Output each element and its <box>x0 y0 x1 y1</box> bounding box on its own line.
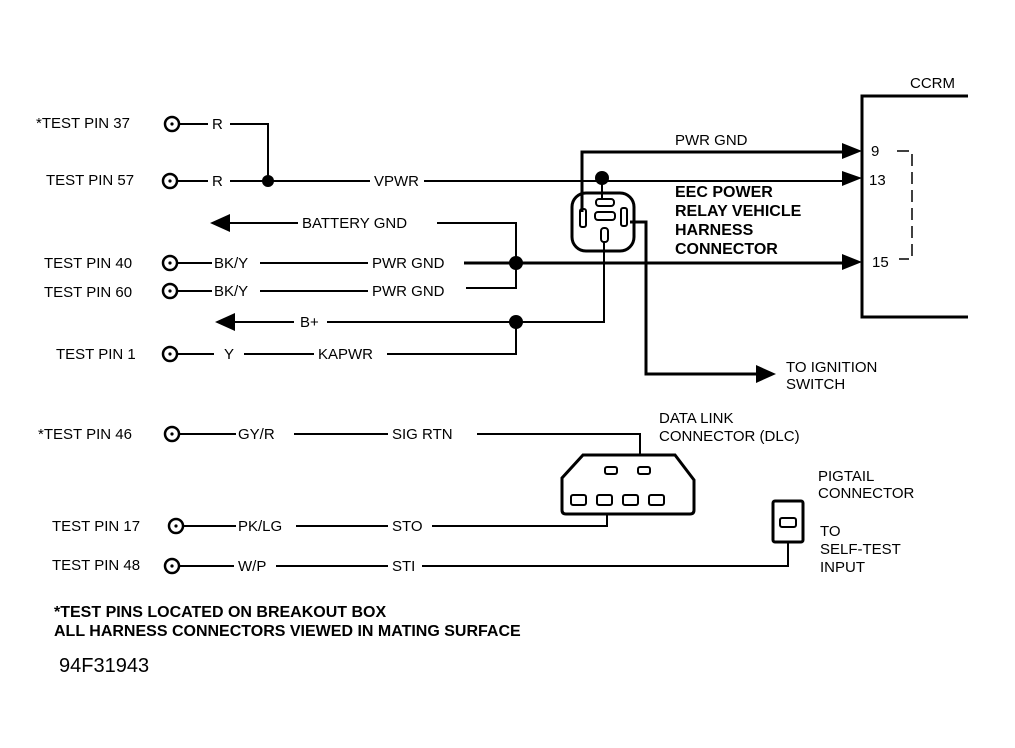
eec-label-4: CONNECTOR <box>675 241 778 258</box>
splice-vpwr-relay <box>595 171 609 185</box>
arrow-to-pin-13 <box>842 171 862 186</box>
wire-sto <box>432 514 608 527</box>
note-mating-surface: ALL HARNESS CONNECTORS VIEWED IN MATING … <box>54 623 521 640</box>
wire-b-plus <box>327 242 605 323</box>
splice-pwr-gnd <box>509 256 523 270</box>
ignition-feed: TO IGNITION SWITCH <box>630 220 877 393</box>
test-pin-48-label: TEST PIN 48 <box>52 557 140 574</box>
self-test-label-3: INPUT <box>820 559 865 576</box>
signal-sto: STO <box>392 518 423 535</box>
self-test-label-1: TO <box>820 523 841 540</box>
wire-ignition <box>630 220 760 376</box>
dlc-label-1: DATA LINK <box>659 410 733 427</box>
wire-sti <box>422 542 789 567</box>
test-pin-1-label: TEST PIN 1 <box>56 346 136 363</box>
eec-label-2: RELAY VEHICLE <box>675 203 802 220</box>
ccrm-outline <box>860 94 968 319</box>
test-pin-40-label: TEST PIN 40 <box>44 255 132 272</box>
note-breakout-box: *TEST PINS LOCATED ON BREAKOUT BOX <box>54 604 386 621</box>
ccrm-label: CCRM <box>910 75 955 92</box>
ccrm-pin-13: 13 <box>869 172 886 189</box>
self-test-label-2: SELF-TEST <box>820 541 901 558</box>
wire-37 <box>230 123 269 182</box>
sti-group: TEST PIN 48 W/P STI PIGTAIL CONNECTOR TO… <box>52 468 915 576</box>
ccrm-pin-15: 15 <box>872 254 889 271</box>
eec-relay-connector: EEC POWER RELAY VEHICLE HARNESS CONNECTO… <box>570 184 802 258</box>
ignition-label-1: TO IGNITION <box>786 359 877 376</box>
pin-57-row: TEST PIN 57 R VPWR <box>46 171 862 190</box>
test-pin-40-jack[interactable] <box>161 254 179 272</box>
test-pin-1-jack[interactable] <box>161 345 179 363</box>
pwr-gnd-top-label: PWR GND <box>675 132 748 149</box>
test-pin-37-jack[interactable] <box>163 115 181 133</box>
wire-color-37: R <box>212 116 223 133</box>
wire-color-1: Y <box>224 346 234 363</box>
test-pin-57-label: TEST PIN 57 <box>46 172 134 189</box>
splice-vpwr <box>262 175 274 187</box>
b-plus-label: B+ <box>300 314 319 331</box>
wire-battery-gnd <box>437 222 517 289</box>
test-pin-57-jack[interactable] <box>161 172 179 190</box>
battery-gnd-label: BATTERY GND <box>302 215 407 232</box>
wire-sig-rtn <box>477 433 641 455</box>
signal-pwr-gnd-60: PWR GND <box>372 283 445 300</box>
dlc-label-2: CONNECTOR (DLC) <box>659 428 800 445</box>
ccrm-module: CCRM 9 13 15 <box>860 75 968 319</box>
pigtail-label-2: CONNECTOR <box>818 485 915 502</box>
footnotes: *TEST PINS LOCATED ON BREAKOUT BOX ALL H… <box>54 604 521 677</box>
pigtail-connector <box>771 499 805 544</box>
wire-color-57: R <box>212 173 223 190</box>
arrow-to-pin-9 <box>842 143 862 159</box>
pin-37-row: *TEST PIN 37 R <box>36 115 269 182</box>
signal-sig-rtn: SIG RTN <box>392 426 453 443</box>
signal-vpwr: VPWR <box>374 173 419 190</box>
wire-color-46: GY/R <box>238 426 275 443</box>
wire-color-60: BK/Y <box>214 283 248 300</box>
eec-label-3: HARNESS <box>675 222 754 239</box>
wire-color-48: W/P <box>238 558 266 575</box>
signal-pwr-gnd-40: PWR GND <box>372 255 445 272</box>
test-pin-17-label: TEST PIN 17 <box>52 518 140 535</box>
kapwr-group: B+ TEST PIN 1 Y KAPWR <box>56 242 605 363</box>
test-pin-48-jack[interactable] <box>163 557 181 575</box>
ignition-label-2: SWITCH <box>786 376 845 393</box>
arrow-ignition <box>756 365 776 383</box>
wire-color-40: BK/Y <box>214 255 248 272</box>
test-pin-60-label: TEST PIN 60 <box>44 284 132 301</box>
ccrm-pin-9: 9 <box>871 143 879 160</box>
arrow-to-pin-15 <box>842 254 862 270</box>
signal-kapwr: KAPWR <box>318 346 373 363</box>
pigtail-label-1: PIGTAIL <box>818 468 874 485</box>
dlc-connector <box>560 453 696 516</box>
test-pin-17-jack[interactable] <box>167 517 185 535</box>
ground-group: BATTERY GND TEST PIN 40 BK/Y PWR GND TES… <box>44 214 862 301</box>
test-pin-60-jack[interactable] <box>161 282 179 300</box>
figure-id: 94F31943 <box>59 655 149 677</box>
test-pin-46-label: *TEST PIN 46 <box>38 426 132 443</box>
arrow-battery-gnd <box>210 214 230 232</box>
test-pin-46-jack[interactable] <box>163 425 181 443</box>
dlc-shell <box>560 453 696 516</box>
signal-sti: STI <box>392 558 415 575</box>
test-pin-37-label: *TEST PIN 37 <box>36 115 130 132</box>
wire-color-17: PK/LG <box>238 518 282 535</box>
eec-label-1: EEC POWER <box>675 184 773 201</box>
arrow-b-plus <box>215 313 235 331</box>
dlc-group: DATA LINK CONNECTOR (DLC) *TEST PIN 46 G… <box>38 410 800 535</box>
internal-jumper <box>897 150 913 260</box>
wire-kapwr <box>387 322 517 355</box>
